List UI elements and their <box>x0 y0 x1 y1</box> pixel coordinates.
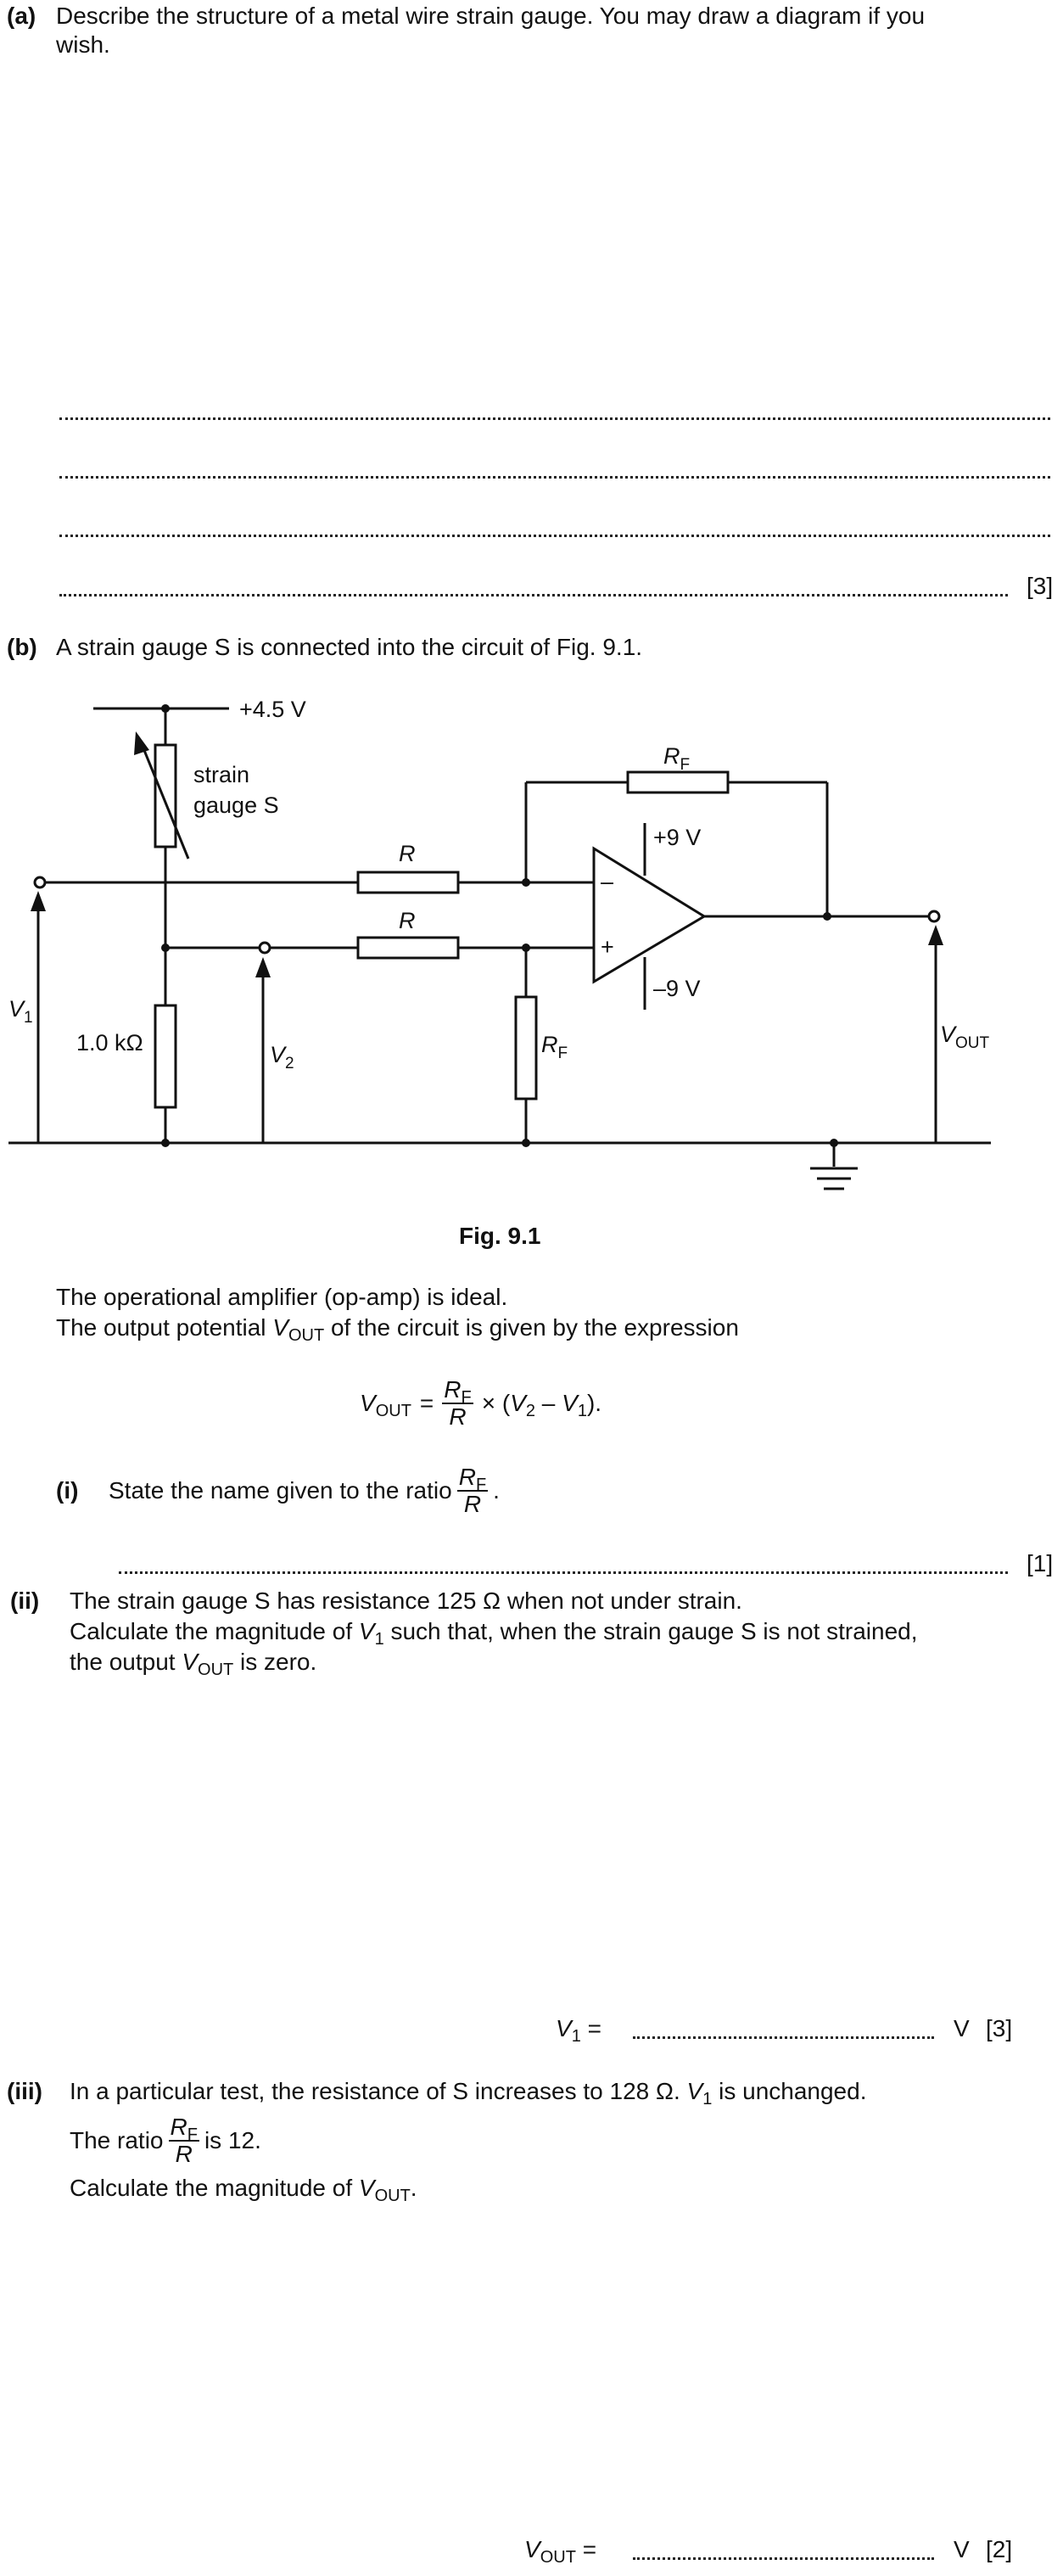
negative-supply-label: –9 V <box>653 976 701 1001</box>
part-iii-unit: V <box>954 2536 970 2562</box>
part-ii-unit: V <box>954 2015 970 2041</box>
answer-field-v1[interactable] <box>633 2036 934 2039</box>
part-ii-marks: [3] <box>986 2015 1013 2041</box>
ground-resistor-rf <box>514 995 538 1100</box>
feedback-resistor-rf <box>626 770 730 794</box>
part-a-question-line2: wish. <box>56 31 110 58</box>
v2-label: V2 <box>270 1042 294 1072</box>
part-ii-label: (ii) <box>10 1588 40 1614</box>
input-resistor-r2 <box>356 936 460 960</box>
strain-gauge-label-2: gauge S <box>193 792 279 818</box>
part-b-intro: A strain gauge S is connected into the c… <box>56 634 643 660</box>
part-iii-label: (iii) <box>7 2078 42 2104</box>
input-resistor-label-2: R <box>399 908 416 933</box>
op-amp <box>592 846 707 984</box>
part-a-label: (a) <box>7 3 36 29</box>
answer-line-a4[interactable] <box>59 594 1008 596</box>
part-ii-answer-label: V1 = <box>556 2015 601 2046</box>
part-i-marks: [1] <box>1027 1550 1054 1576</box>
part-iii-line1: In a particular test, the resistance of … <box>70 2078 867 2108</box>
inverting-input-sign: – <box>601 869 613 894</box>
circuit-diagram: +4.5 V strain gauge S RF R R +9 V –9 V –… <box>8 697 991 1190</box>
supply-voltage-label: +4.5 V <box>239 697 306 722</box>
part-i-label: (i) <box>56 1477 79 1504</box>
feedback-resistor-label: RF <box>663 743 690 774</box>
ground-resistor-label: RF <box>541 1032 568 1062</box>
part-a-question-line1: Describe the structure of a metal wire s… <box>56 3 926 29</box>
answer-field-vout[interactable] <box>633 2557 934 2560</box>
strain-gauge-label-1: strain <box>193 762 249 787</box>
part-ii-line3: the output VOUT is zero. <box>70 1649 317 1679</box>
part-a-marks: [3] <box>1027 573 1054 599</box>
answer-line-a3[interactable] <box>59 535 1050 537</box>
input-resistor-label-1: R <box>399 841 416 866</box>
expression-intro: The output potential VOUT of the circuit… <box>56 1314 739 1345</box>
v1-label: V1 <box>8 996 33 1027</box>
part-iii-line3: Calculate the magnitude of VOUT. <box>70 2175 417 2205</box>
vout-label: VOUT <box>940 1022 990 1052</box>
ideal-op-amp-statement: The operational amplifier (op-amp) is id… <box>56 1284 508 1310</box>
part-ii-line1: The strain gauge S has resistance 125 Ω … <box>70 1588 742 1614</box>
resistor-1k-label: 1.0 kΩ <box>76 1030 143 1056</box>
part-iii-marks: [2] <box>986 2536 1013 2562</box>
part-iii-answer-label: VOUT = <box>524 2536 597 2567</box>
strain-gauge-resistor <box>154 743 177 848</box>
input-resistor-r1 <box>356 871 460 894</box>
positive-supply-label: +9 V <box>653 825 701 850</box>
resistor-1k <box>154 1004 177 1109</box>
part-b-label: (b) <box>7 634 37 660</box>
answer-line-a2[interactable] <box>59 476 1050 479</box>
answer-line-a1[interactable] <box>59 417 1050 420</box>
non-inverting-input-sign: + <box>601 934 614 960</box>
answer-line-i[interactable] <box>119 1571 1008 1574</box>
part-ii-line2: Calculate the magnitude of V1 such that,… <box>70 1618 918 1649</box>
figure-caption: Fig. 9.1 <box>459 1223 541 1249</box>
